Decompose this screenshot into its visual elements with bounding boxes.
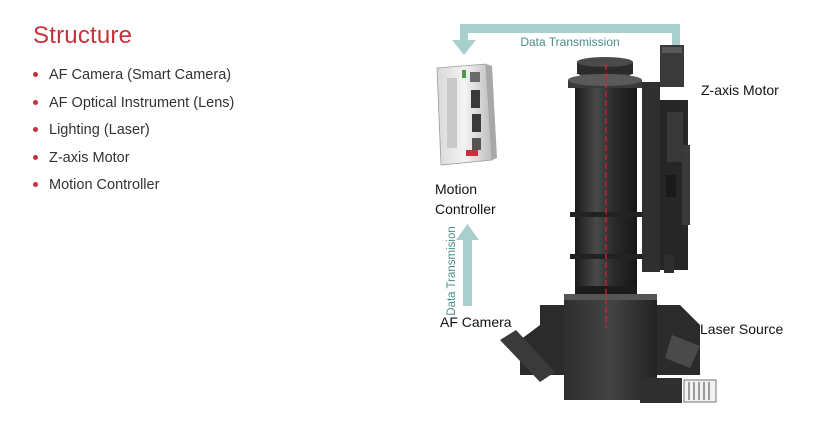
bullet-dot-icon bbox=[33, 127, 38, 132]
list-item-label: Motion Controller bbox=[49, 177, 160, 193]
af-optical-lens-tube bbox=[568, 57, 654, 296]
motion-controller-label-line1: Motion bbox=[435, 181, 477, 197]
z-axis-motor-assembly bbox=[642, 45, 690, 273]
page-title: Structure bbox=[33, 22, 133, 49]
structure-list: AF Camera (Smart Camera) AF Optical Inst… bbox=[33, 64, 234, 202]
list-item: Motion Controller bbox=[33, 174, 234, 202]
list-item-label: AF Optical Instrument (Lens) bbox=[49, 94, 235, 111]
motion-controller-unit bbox=[436, 63, 497, 166]
bullet-dot-icon bbox=[33, 72, 38, 77]
data-transmission-arrow-top bbox=[452, 24, 680, 55]
top-arrow-label: Data Transmission bbox=[520, 35, 619, 49]
af-base-housing bbox=[500, 294, 717, 403]
list-item-label: AF Camera (Smart Camera) bbox=[49, 67, 232, 83]
z-axis-motor-label: Z-axis Motor bbox=[701, 82, 779, 98]
list-item: AF Optical Instrument (Lens) bbox=[33, 92, 234, 120]
list-item: AF Camera (Smart Camera) bbox=[33, 64, 234, 92]
bullet-dot-icon bbox=[33, 154, 38, 160]
af-camera-body bbox=[500, 330, 555, 382]
laser-source-body bbox=[665, 335, 700, 368]
bullet-dot-icon bbox=[33, 99, 38, 105]
list-item-label: Z-axis Motor bbox=[49, 149, 130, 166]
bullet-dot-icon bbox=[33, 182, 38, 187]
laser-source-label: Laser Source bbox=[700, 321, 783, 337]
data-transmission-arrow-side bbox=[456, 224, 479, 306]
list-item: Lighting (Laser) bbox=[33, 119, 234, 147]
af-camera-label: AF Camera bbox=[440, 314, 512, 330]
list-item-label: Lighting (Laser) bbox=[49, 122, 150, 138]
motion-controller-label-line2: Controller bbox=[435, 201, 496, 217]
side-arrow-label: Data Transmision bbox=[446, 226, 458, 315]
list-item: Z-axis Motor bbox=[33, 147, 234, 175]
